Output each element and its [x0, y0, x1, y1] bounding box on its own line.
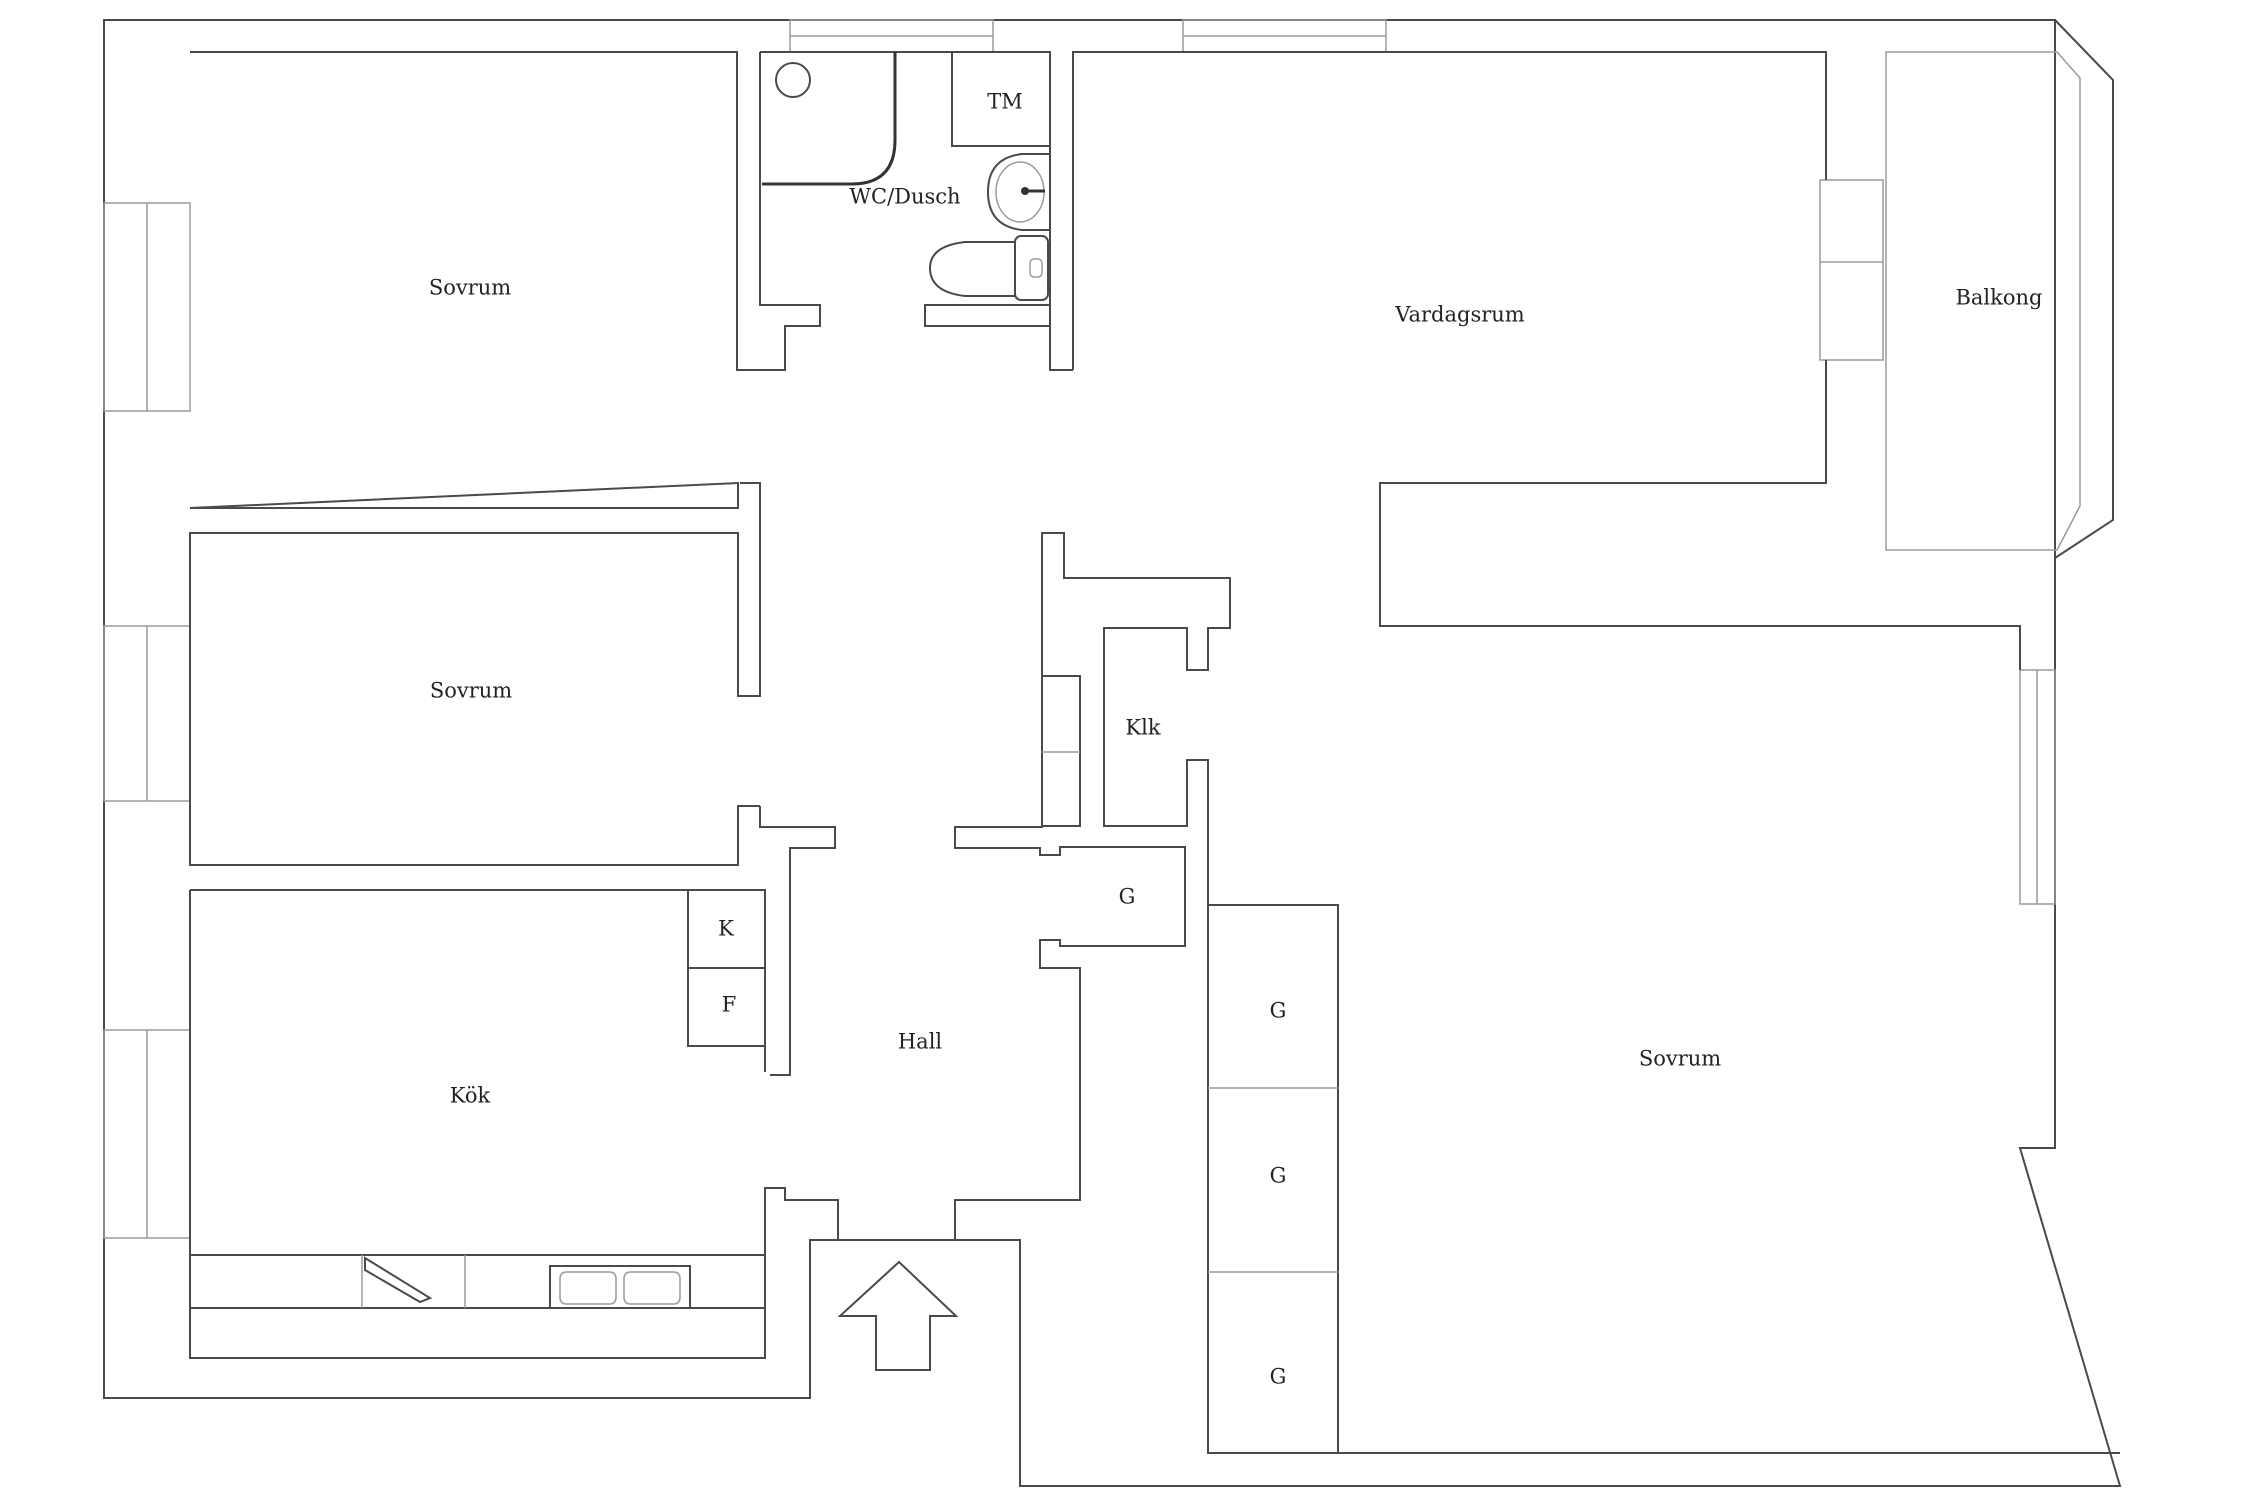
bathroom-sink	[986, 153, 1051, 231]
kitchen-sink	[549, 1265, 691, 1309]
fridge-freezer-unit	[687, 889, 766, 1047]
fixture-label-f: F	[722, 993, 737, 1017]
kitchen-walls	[189, 889, 839, 1359]
fixture-label-g-hall: G	[1119, 885, 1136, 909]
fixture-label-g-1: G	[1270, 999, 1287, 1023]
room-label-klk: Klk	[1125, 716, 1160, 740]
toilet	[928, 235, 1049, 301]
fixture-label-k: K	[718, 917, 734, 941]
room-label-sovrum-middle: Sovrum	[430, 679, 512, 703]
wardrobes	[1207, 904, 1339, 1454]
hall-walls	[759, 532, 2120, 1454]
tm-cabinet	[951, 52, 1050, 147]
balcony	[1885, 51, 2081, 551]
room-label-tm: TM	[987, 90, 1023, 114]
shower	[762, 52, 897, 186]
room-label-wc-dusch: WC/Dusch	[849, 185, 960, 209]
bedroom-middle-walls	[189, 482, 761, 866]
room-label-hall: Hall	[898, 1030, 943, 1054]
room-label-balkong: Balkong	[1955, 286, 2042, 310]
bedroom-top-walls	[189, 51, 760, 509]
up-arrow-icon	[837, 1260, 959, 1371]
room-label-sovrum-large: Sovrum	[1639, 1047, 1721, 1071]
living-room-walls	[1072, 51, 2021, 670]
closet-walls	[1042, 675, 1081, 827]
room-label-vardagsrum: Vardagsrum	[1394, 303, 1525, 327]
room-label-kok: Kök	[450, 1084, 491, 1108]
fixture-label-g-3: G	[1270, 1365, 1287, 1389]
outer-wall	[103, 19, 2122, 1487]
fixture-label-g-2: G	[1270, 1164, 1287, 1188]
room-label-sovrum-top: Sovrum	[429, 276, 511, 300]
